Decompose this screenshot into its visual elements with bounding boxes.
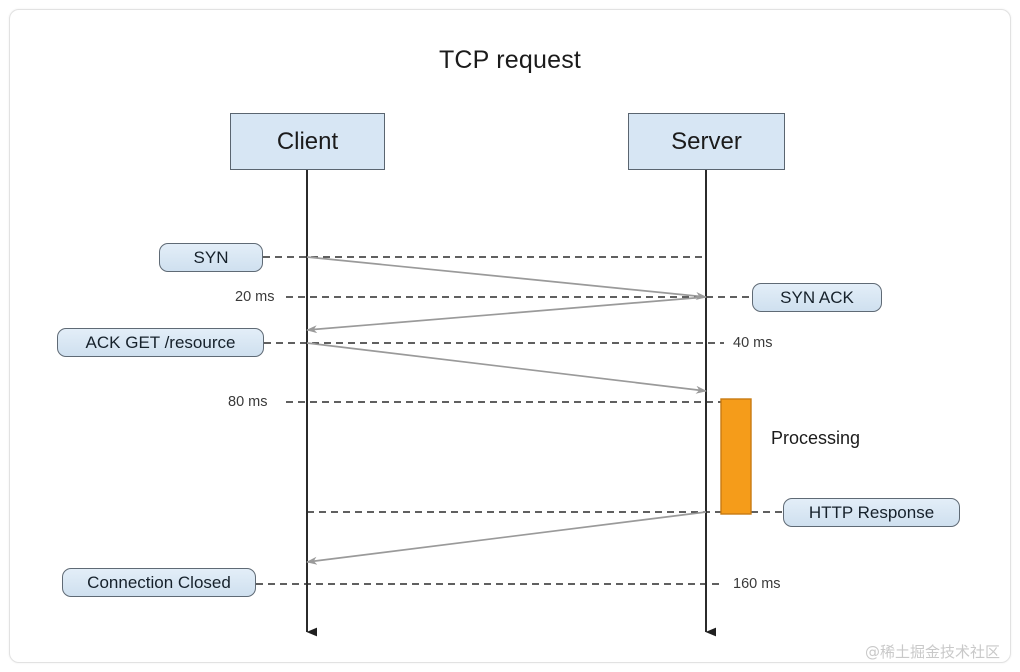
message-label-connection-closed: Connection Closed xyxy=(62,568,256,597)
message-label-text: SYN ACK xyxy=(780,287,854,307)
message-label-syn: SYN xyxy=(159,243,263,272)
time-marker-t-160ms: 160 ms xyxy=(733,576,781,592)
message-label-text: ACK GET /resource xyxy=(85,332,236,352)
message-label-ack-get-resource: ACK GET /resource xyxy=(57,328,264,357)
time-marker-t-20ms: 20 ms xyxy=(235,289,275,305)
message-label-http-response: HTTP Response xyxy=(783,498,960,527)
arrow-ack-get xyxy=(306,342,707,394)
actor-box-server: Server xyxy=(628,113,785,170)
watermark: @稀土掘金技术社区 xyxy=(864,643,1000,661)
message-label-text: HTTP Response xyxy=(808,502,935,522)
time-marker-t-40ms: 40 ms xyxy=(733,335,773,351)
message-label-text: SYN xyxy=(193,247,229,267)
processing-bar-group xyxy=(720,398,752,515)
arrow-http-response xyxy=(306,511,707,565)
time-marker-t-80ms: 80 ms xyxy=(228,394,268,410)
processing-label: Processing xyxy=(771,428,861,448)
page-title: TCP request xyxy=(438,46,582,74)
actor-label-client: Client xyxy=(276,127,339,155)
arrow-syn-ack xyxy=(306,296,707,334)
message-arrows-group xyxy=(306,256,707,565)
processing-bar xyxy=(720,398,752,515)
lifelines-group xyxy=(306,170,716,637)
actor-box-client: Client xyxy=(230,113,385,170)
message-label-text: Connection Closed xyxy=(87,572,231,592)
actor-label-server: Server xyxy=(671,127,742,155)
arrow-syn xyxy=(306,256,707,300)
message-label-syn-ack: SYN ACK xyxy=(752,283,882,312)
